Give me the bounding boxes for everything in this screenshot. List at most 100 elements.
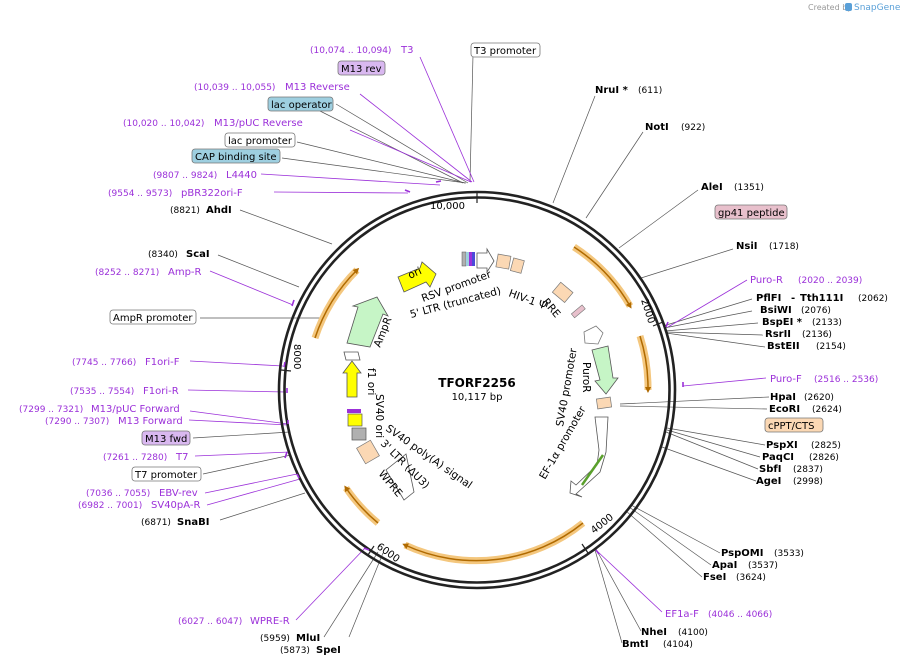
primer-marks <box>283 180 684 555</box>
primer-t3: T3 <box>400 45 413 56</box>
credit-brand: SnapGene <box>854 3 901 13</box>
svg-text:(2998): (2998) <box>793 477 823 487</box>
svg-text:(7036 .. 7055): (7036 .. 7055) <box>86 489 150 499</box>
svg-text:(7745 .. 7766): (7745 .. 7766) <box>72 358 136 368</box>
enzyme-fsei: FseI <box>703 572 726 583</box>
tick-label-8000: 8000 <box>291 344 302 369</box>
enzyme-bsiwi: BsiWI <box>760 305 792 316</box>
enzyme-paqci: PaqCI <box>762 452 794 463</box>
feature-puror: PuroR <box>580 362 592 393</box>
svg-text:(2154): (2154) <box>816 342 846 352</box>
enzyme-hpai: HpaI <box>770 392 796 403</box>
feature-f1ori: f1 ori <box>365 368 377 395</box>
primer-f1ori-r: F1ori-R <box>143 386 179 397</box>
svg-text:(2837): (2837) <box>793 465 823 475</box>
snapgene-logo-icon <box>845 3 852 11</box>
primer-m13-forward: M13 Forward <box>118 416 183 427</box>
svg-text:(10,039 .. 10,055): (10,039 .. 10,055) <box>194 83 275 93</box>
svg-text:(7261 .. 7280): (7261 .. 7280) <box>103 453 167 463</box>
svg-text:(8252 .. 8271): (8252 .. 8271) <box>95 268 159 278</box>
svg-text:(4104): (4104) <box>663 640 693 650</box>
svg-text:(3624): (3624) <box>736 573 766 583</box>
primer-m13-puc-forward: M13/pUC Forward <box>91 404 180 415</box>
svg-text:(2133): (2133) <box>812 318 842 328</box>
label-ampr-promoter: AmpR promoter <box>113 313 193 324</box>
primer-f1ori-f: F1ori-F <box>145 357 180 368</box>
svg-text:(5873): (5873) <box>280 646 310 656</box>
tick-label-4000: 4000 <box>589 512 616 536</box>
tick-marks <box>280 192 664 556</box>
enzyme-pspxi: PspXI <box>766 440 798 451</box>
primer-puro-f: Puro-F <box>770 374 802 385</box>
svg-text:(2620): (2620) <box>804 393 834 403</box>
svg-text:(2825): (2825) <box>811 441 841 451</box>
svg-text:(2020 .. 2039): (2020 .. 2039) <box>798 276 862 286</box>
label-lac-operator: lac operator <box>271 100 332 111</box>
primer-sv40pa-r: SV40pA-R <box>151 500 200 511</box>
enzyme-agei: AgeI <box>756 476 781 487</box>
inner-features <box>342 247 619 501</box>
enzyme-rsrii: RsrII <box>765 329 791 340</box>
label-gp41-peptide: gp41 peptide <box>718 208 785 219</box>
label-lac-promoter: lac promoter <box>228 136 293 147</box>
enzyme-snabi: SnaBI <box>177 517 209 528</box>
svg-text:(1351): (1351) <box>734 183 764 193</box>
enzyme-pspomi: PspOMI <box>721 548 763 559</box>
feature-sv40ori: SV40 ori <box>373 394 385 438</box>
enzyme-bspei: BspEI * <box>762 317 803 328</box>
feature-ori: ori <box>406 265 423 282</box>
enzyme-noti: NotI <box>645 122 669 133</box>
enzyme-nrui: NruI * <box>595 85 629 96</box>
enzyme-nsii: NsiI <box>736 241 757 252</box>
svg-text:(8340): (8340) <box>148 250 178 260</box>
enzyme-ecori: EcoRI <box>769 404 800 415</box>
enzyme-ahdi: AhdI <box>206 205 232 216</box>
boxed-labels: T3 promoter M13 rev lac operator lac pro… <box>109 42 824 482</box>
svg-text:(7535 .. 7554): (7535 .. 7554) <box>70 387 134 397</box>
svg-text:(922): (922) <box>681 123 705 133</box>
plasmid-name: TFORF2256 <box>438 376 515 390</box>
enzyme-sbfi: SbfI <box>759 464 781 475</box>
svg-text:(5959): (5959) <box>260 634 290 644</box>
primer-ef1a-f: EF1a-F <box>665 609 699 620</box>
primer-wpre-r: WPRE-R <box>250 616 290 627</box>
svg-text:(2076): (2076) <box>801 306 831 316</box>
enzyme-bmti: BmtI <box>622 639 649 650</box>
primer-puro-r: Puro-R <box>750 275 783 286</box>
enzyme-apai: ApaI <box>712 560 737 571</box>
svg-text:(2624): (2624) <box>812 405 842 415</box>
svg-text:(8821): (8821) <box>170 206 200 216</box>
primer-pbr322ori-f: pBR322ori-F <box>181 188 243 199</box>
primer-amp-r: Amp-R <box>168 267 202 278</box>
svg-text:-: - <box>791 293 795 304</box>
svg-text:(611): (611) <box>638 86 662 96</box>
svg-text:(3537): (3537) <box>748 561 778 571</box>
svg-text:(10,020 .. 10,042): (10,020 .. 10,042) <box>123 119 204 129</box>
enzyme-alei: AleI <box>701 182 723 193</box>
label-cap-binding-site: CAP binding site <box>195 152 277 163</box>
label-m13-fwd: M13 fwd <box>145 434 187 445</box>
leader-lines <box>192 54 770 644</box>
svg-text:(4100): (4100) <box>678 628 708 638</box>
svg-text:(9807 .. 9824): (9807 .. 9824) <box>153 171 217 181</box>
plasmid-length: 10,117 bp <box>452 392 503 403</box>
svg-text:(1718): (1718) <box>769 242 799 252</box>
enzyme-tth111i: Tth111I <box>800 293 843 304</box>
credit-prefix: Created by <box>808 3 852 12</box>
label-cppt-cts: cPPT/CTS <box>768 421 814 432</box>
primer-m13-puc-reverse: M13/pUC Reverse <box>214 118 303 129</box>
svg-text:(2826): (2826) <box>809 453 839 463</box>
label-m13-rev: M13 rev <box>341 64 382 75</box>
svg-text:(2062): (2062) <box>858 294 888 304</box>
feature-hiv1-psi: HIV-1 Ψ <box>507 288 548 313</box>
svg-text:(10,074 .. 10,094): (10,074 .. 10,094) <box>310 46 391 56</box>
svg-text:(2136): (2136) <box>802 330 832 340</box>
primer-lines <box>187 56 767 621</box>
svg-text:(6871): (6871) <box>141 518 171 528</box>
primer-m13-reverse: M13 Reverse <box>285 82 350 93</box>
svg-text:(4046 .. 4066): (4046 .. 4066) <box>708 610 772 620</box>
primer-t7: T7 <box>175 452 188 463</box>
enzyme-scai: ScaI <box>186 249 210 260</box>
backbone-outer <box>277 190 677 590</box>
